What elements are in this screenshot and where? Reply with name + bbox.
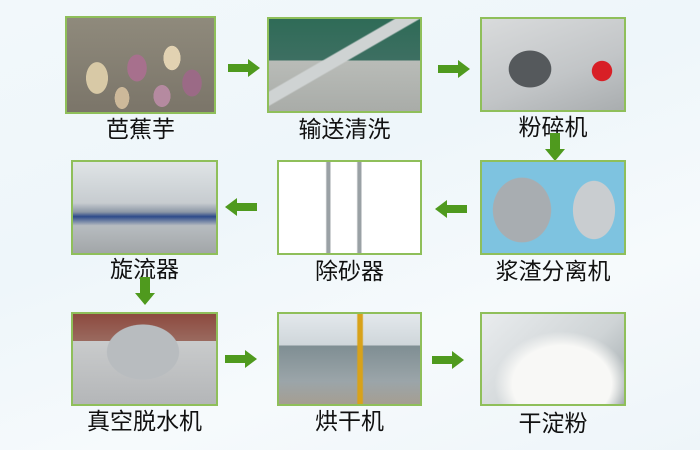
vacuum-dewatering-image	[71, 312, 218, 406]
arrow-down-icon	[135, 277, 155, 305]
dry-starch-image	[480, 312, 626, 406]
crusher-image	[480, 17, 626, 112]
step-label-separator: 浆渣分离机	[495, 259, 611, 285]
step-label-dryer: 烘干机	[315, 409, 384, 435]
canna-tubers-image	[65, 16, 216, 114]
step-label-wash: 输送清洗	[298, 117, 391, 143]
pulp-residue-separator-image	[480, 160, 626, 255]
dryer-image	[277, 312, 422, 406]
step-label-canna: 芭蕉芋	[106, 117, 175, 143]
step-label-starch: 干淀粉	[518, 411, 588, 437]
step-label-desander: 除砂器	[315, 259, 384, 285]
arrow-down-icon	[545, 133, 565, 161]
arrow-right-icon	[228, 59, 260, 77]
hydrocyclone-image	[71, 160, 218, 255]
desander-image	[277, 160, 422, 255]
arrow-right-icon	[438, 60, 470, 78]
arrow-right-icon	[432, 351, 464, 369]
arrow-left-icon	[225, 198, 257, 216]
arrow-right-icon	[225, 350, 257, 368]
conveyor-washer-image	[267, 17, 422, 113]
arrow-left-icon	[435, 200, 467, 218]
step-label-vacuum: 真空脱水机	[87, 409, 202, 435]
